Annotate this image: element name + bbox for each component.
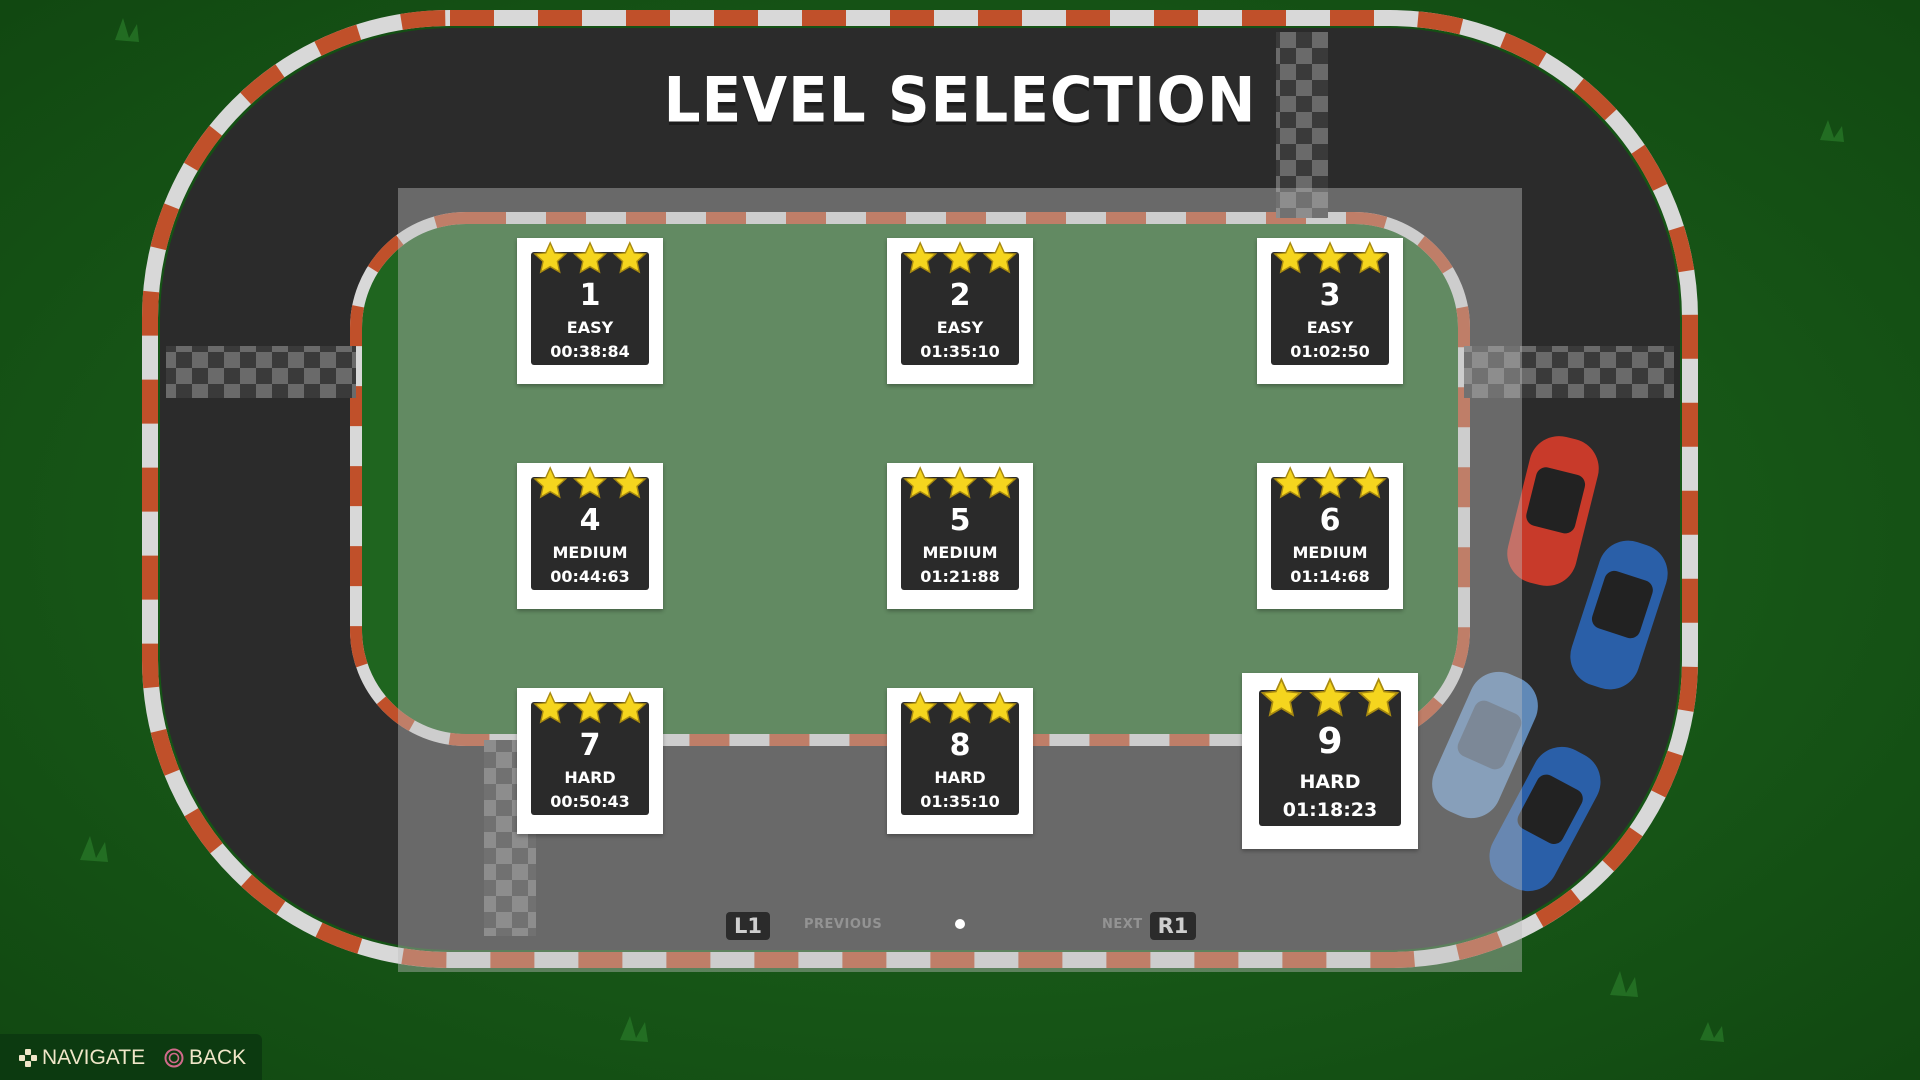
level-number: 5 xyxy=(949,503,971,538)
level-difficulty: HARD xyxy=(564,768,616,787)
level-best-time: 01:02:50 xyxy=(1290,342,1370,361)
level-number: 7 xyxy=(579,728,601,763)
star-rating-icon xyxy=(517,241,663,277)
level-number: 8 xyxy=(949,728,971,763)
next-page-button[interactable]: R1 xyxy=(1150,912,1196,940)
next-page-label: NEXT xyxy=(1102,917,1143,932)
level-difficulty: HARD xyxy=(934,768,986,787)
level-number: 3 xyxy=(1319,278,1341,313)
level-difficulty: MEDIUM xyxy=(552,543,628,562)
level-number: 1 xyxy=(579,278,601,313)
back-hint[interactable]: BACK xyxy=(189,1046,247,1069)
level-best-time: 01:21:88 xyxy=(920,567,1000,586)
circle-button-icon xyxy=(164,1048,184,1068)
level-card-face xyxy=(531,477,649,590)
navigate-hint: NAVIGATE xyxy=(42,1046,146,1069)
level-difficulty: EASY xyxy=(1306,318,1354,337)
level-card-face xyxy=(531,702,649,815)
level-card-face xyxy=(901,702,1019,815)
level-number: 2 xyxy=(949,278,971,313)
level-card-face xyxy=(901,252,1019,365)
star-rating-icon xyxy=(517,466,663,502)
level-difficulty: MEDIUM xyxy=(1292,543,1368,562)
star-rating-icon xyxy=(887,241,1033,277)
level-card-face xyxy=(1259,690,1401,826)
dpad-icon xyxy=(19,1049,37,1067)
level-difficulty: HARD xyxy=(1299,771,1361,793)
controls-hint-bar xyxy=(0,1034,262,1080)
level-card-face xyxy=(531,252,649,365)
level-best-time: 01:35:10 xyxy=(920,792,1000,811)
level-number: 4 xyxy=(579,503,601,538)
prev-page-button[interactable]: L1 xyxy=(726,912,770,940)
star-rating-icon xyxy=(1257,241,1403,277)
level-card-face xyxy=(1271,252,1389,365)
level-card-face xyxy=(1271,477,1389,590)
level-best-time: 01:14:68 xyxy=(1290,567,1370,586)
blue-car-2 xyxy=(1432,671,1538,819)
level-best-time: 01:35:10 xyxy=(920,342,1000,361)
level-best-time: 00:50:43 xyxy=(550,792,630,811)
grass-tufts xyxy=(80,18,1844,1042)
star-rating-icon xyxy=(1257,466,1403,502)
level-best-time: 00:38:84 xyxy=(550,342,630,361)
star-rating-icon xyxy=(1242,677,1418,721)
blue-car-1 xyxy=(1570,540,1668,690)
level-card-face xyxy=(901,477,1019,590)
level-difficulty: EASY xyxy=(566,318,614,337)
page-indicator-dot xyxy=(955,919,965,929)
level-difficulty: EASY xyxy=(936,318,984,337)
star-rating-icon xyxy=(517,691,663,727)
star-rating-icon xyxy=(887,691,1033,727)
prev-page-label: PREVIOUS xyxy=(804,917,883,932)
red-car xyxy=(1507,436,1599,586)
level-best-time: 01:18:23 xyxy=(1282,799,1378,821)
level-number: 6 xyxy=(1319,503,1341,538)
blue-car-3 xyxy=(1489,746,1601,892)
level-difficulty: MEDIUM xyxy=(922,543,998,562)
page-title: LEVEL SELECTION xyxy=(663,63,1257,137)
level-number: 9 xyxy=(1317,721,1343,762)
star-rating-icon xyxy=(887,466,1033,502)
level-best-time: 00:44:63 xyxy=(550,567,630,586)
